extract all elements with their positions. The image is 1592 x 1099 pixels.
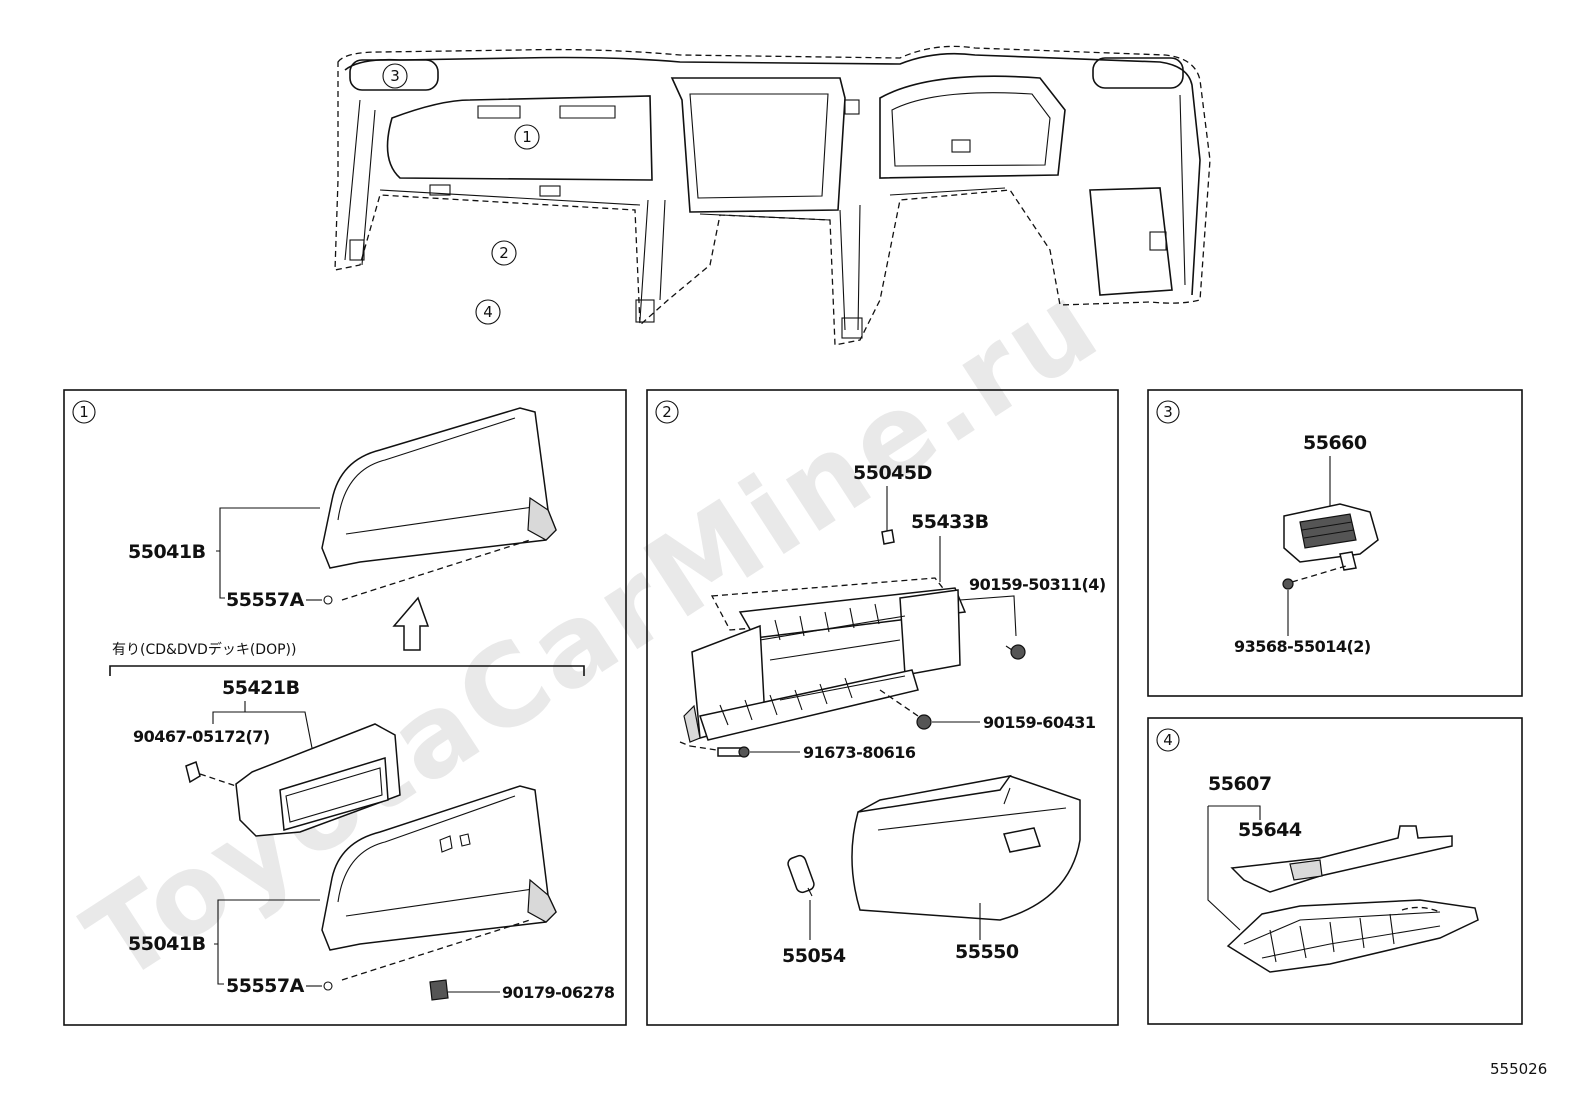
- panel-3-badge: [1156, 400, 1180, 424]
- part-label-55550: 55550: [955, 941, 1019, 963]
- panel-3: 3 55660 93568-55014(2): [1147, 389, 1523, 697]
- deck-bezel-part: [235, 723, 401, 837]
- part-label-90179-06278: 90179-06278: [502, 983, 615, 1002]
- panel-2-badge: [655, 400, 679, 424]
- diagram-code: 555026: [1490, 1060, 1547, 1078]
- bolt-90159-50311: [1010, 644, 1026, 660]
- part-label-90467-05172: 90467-05172(7): [133, 727, 270, 746]
- svg-text:2: 2: [499, 244, 509, 262]
- clip-90467: [185, 760, 201, 784]
- clip-55045D: [881, 529, 895, 545]
- undercover-part: [1226, 899, 1479, 973]
- clip-55557A-top: [323, 595, 333, 605]
- upper-cover-part: [321, 407, 557, 601]
- panel-4-badge: [1156, 728, 1180, 752]
- part-label-55041B-bottom: 55041B: [128, 933, 206, 955]
- part-label-55045D: 55045D: [853, 462, 932, 484]
- overview-callout-3: 3: [382, 63, 408, 89]
- part-label-55421B: 55421B: [222, 677, 300, 699]
- damper-part: [787, 854, 815, 897]
- overview-callout-2: 2: [491, 240, 517, 266]
- svg-text:4: 4: [483, 303, 493, 321]
- instrument-panel-overview: [334, 45, 1211, 346]
- part-label-55041B-top: 55041B: [128, 541, 206, 563]
- panel-1: 1 55041B 55557A 有り(CD&DVDデッキ(DOP)) 55421…: [63, 389, 627, 1026]
- insulator-part: [1230, 825, 1453, 893]
- panel-1-badge: [72, 400, 96, 424]
- panel-2: 2 55045D 55433B 90159-50311(4) 90159-604…: [646, 389, 1119, 1026]
- panel-3-number: 3: [1163, 403, 1173, 421]
- option-note: 有り(CD&DVDデッキ(DOP)): [112, 641, 296, 658]
- lower-cover-part: [321, 785, 557, 981]
- panel-2-frame: [646, 389, 1119, 1026]
- panel-4-frame: [1147, 717, 1523, 1025]
- part-label-55557A-bottom: 55557A: [226, 975, 305, 997]
- clip-55557A-bottom: [323, 981, 333, 991]
- bolt-90159-60431: [916, 714, 932, 730]
- part-label-93568-55014: 93568-55014(2): [1234, 637, 1371, 656]
- part-label-55644: 55644: [1238, 819, 1302, 841]
- overview-callout-1: 1: [514, 124, 540, 150]
- overview-callout-4: 4: [475, 299, 501, 325]
- svg-text:1: 1: [522, 128, 532, 146]
- glovebox-door-part: [851, 774, 1081, 921]
- part-label-55607: 55607: [1208, 773, 1272, 795]
- svg-text:3: 3: [390, 67, 400, 85]
- panel-2-number: 2: [662, 403, 672, 421]
- panel-3-frame: [1147, 389, 1523, 697]
- part-label-55660: 55660: [1303, 432, 1367, 454]
- part-label-55054: 55054: [782, 945, 846, 967]
- vent-register-part: [1283, 503, 1379, 571]
- panel-4-number: 4: [1163, 731, 1173, 749]
- nut-90179: [429, 979, 449, 1001]
- panel-4: 4 55607 55644: [1147, 717, 1523, 1025]
- part-label-90159-60431: 90159-60431: [983, 713, 1096, 732]
- glovebox-frame-part: [679, 577, 967, 747]
- part-label-90159-50311: 90159-50311(4): [969, 575, 1106, 594]
- up-arrow-icon: [392, 596, 430, 651]
- part-label-91673-80616: 91673-80616: [803, 743, 916, 762]
- panel-1-frame: [63, 389, 627, 1026]
- part-label-55557A-top: 55557A: [226, 589, 305, 611]
- screw-93568: [1282, 578, 1294, 590]
- part-label-55433B: 55433B: [911, 511, 989, 533]
- panel-1-number: 1: [79, 403, 89, 421]
